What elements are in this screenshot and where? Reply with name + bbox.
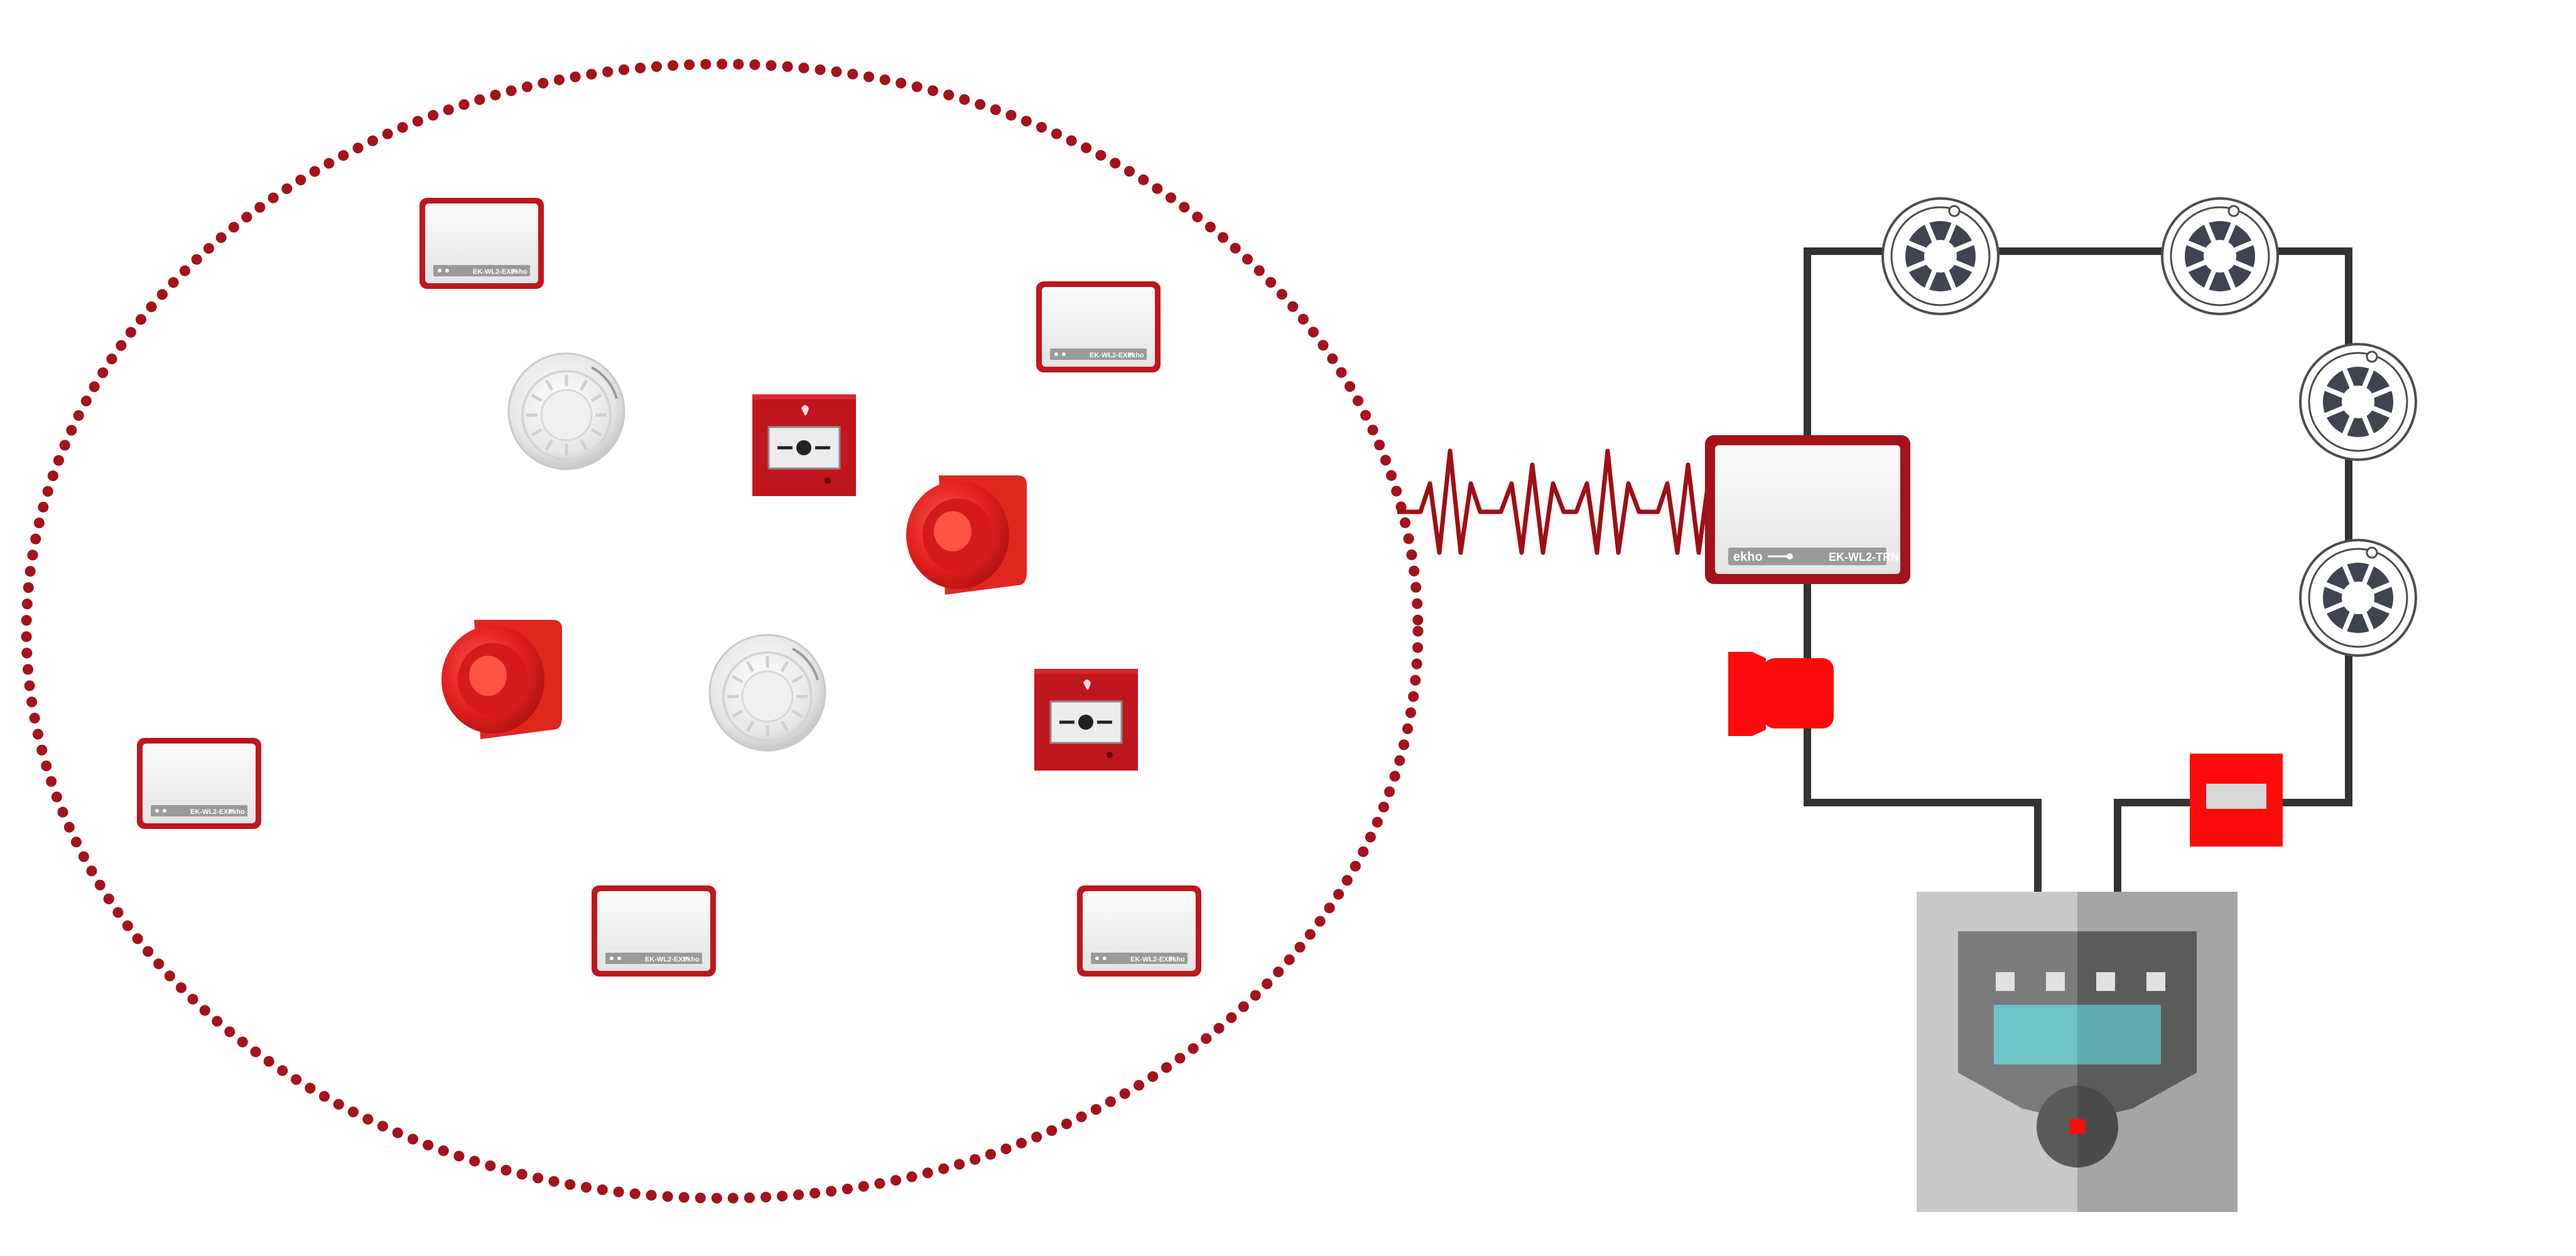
loop-smoke-detector-icon bbox=[1881, 197, 2000, 315]
expander-brand: ekho bbox=[1128, 352, 1144, 359]
expander-model: EK-WL2-EXP bbox=[190, 808, 233, 816]
loop-sounder-icon bbox=[1728, 652, 1834, 736]
loop-detectors bbox=[1881, 197, 2417, 657]
smoke-detector-icon bbox=[708, 634, 826, 752]
panel-indicator-light bbox=[2096, 972, 2115, 991]
wireless-call-points bbox=[752, 394, 1138, 771]
loop-call-point-icon bbox=[2190, 754, 2283, 847]
loop-smoke-detector-icon bbox=[2299, 539, 2417, 657]
wireless-sounders bbox=[441, 475, 1027, 739]
wireless-zone bbox=[21, 58, 1424, 1204]
expander-model: EK-WL2-EXP bbox=[645, 956, 688, 963]
expander-model: EK-WL2-EXP bbox=[1130, 956, 1173, 963]
wireless-expanders: EK-WL2-EXPekhoEK-WL2-EXPekhoEK-WL2-EXPek… bbox=[137, 198, 1201, 977]
panel-indicator-light bbox=[1996, 972, 2015, 991]
wireless-zone-boundary bbox=[21, 58, 1424, 1204]
expander-brand: ekho bbox=[1169, 956, 1185, 963]
expander-brand: ekho bbox=[511, 268, 528, 276]
panel-alarm-led bbox=[2070, 1119, 2085, 1134]
fire-control-panel-icon bbox=[1917, 892, 2238, 1212]
wireless-translator-icon: ekho EK-WL2-TRN bbox=[1705, 435, 1910, 584]
smoke-detector-icon bbox=[507, 352, 625, 470]
sounder-icon bbox=[441, 620, 562, 739]
loop-smoke-detector-icon bbox=[2299, 343, 2417, 461]
translator-model: EK-WL2-TRN bbox=[1829, 551, 1899, 563]
panel-indicator-light bbox=[2046, 972, 2065, 991]
panel-indicator-light bbox=[2146, 972, 2165, 991]
loop-smoke-detector-icon bbox=[2161, 197, 2279, 315]
radio-signal-icon bbox=[1397, 448, 1746, 555]
manual-call-point-icon bbox=[1034, 669, 1138, 771]
manual-call-point-icon bbox=[752, 394, 856, 496]
translator-brand: ekho bbox=[1733, 550, 1763, 564]
panel-indicators bbox=[1996, 972, 2165, 991]
expander-model: EK-WL2-EXP bbox=[1090, 352, 1132, 359]
wireless-detectors bbox=[507, 352, 826, 752]
expander-brand: ekho bbox=[683, 956, 700, 963]
expander-brand: ekho bbox=[229, 808, 245, 816]
expander-model: EK-WL2-EXP bbox=[473, 268, 516, 276]
sounder-icon bbox=[906, 475, 1027, 595]
